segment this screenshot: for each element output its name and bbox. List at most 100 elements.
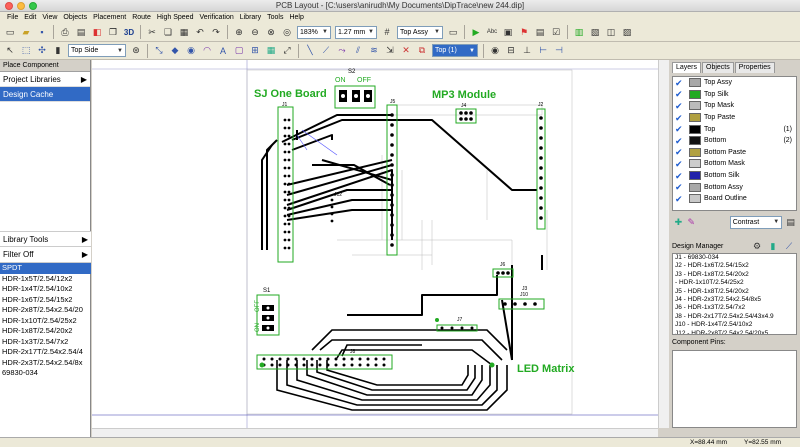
layer-settings-icon[interactable]: ▤: [786, 216, 795, 227]
edit-layer-icon[interactable]: ✎: [687, 216, 696, 227]
arc-icon[interactable]: ◠: [203, 45, 211, 55]
filter-item[interactable]: Filter Off▶: [0, 247, 91, 263]
unroute-icon[interactable]: ✕: [402, 45, 410, 55]
zoom-in-icon[interactable]: ⊕: [235, 26, 243, 37]
layer-visible-checkbox[interactable]: ✔: [675, 124, 683, 135]
layer-visible-checkbox[interactable]: ✔: [675, 158, 683, 169]
menu-route[interactable]: Route: [132, 14, 151, 21]
netlist-icon[interactable]: ▤: [535, 26, 545, 37]
menu-objects[interactable]: Objects: [63, 14, 88, 21]
trace2-icon[interactable]: ⟋: [322, 45, 330, 55]
dm-list-icon[interactable]: ▮: [770, 240, 776, 251]
component-list-item[interactable]: HDR-1x10T/2.54/25x2: [2, 315, 77, 325]
layer-color-swatch[interactable]: [689, 101, 701, 111]
design-manager-item[interactable]: J3 - HDR-1x8T/2.54/20x2: [675, 270, 749, 278]
layers-icon[interactable]: ◧: [92, 26, 102, 37]
layer-row[interactable]: ✔Top Assy: [673, 77, 796, 89]
layer-visible-checkbox[interactable]: ✔: [675, 89, 683, 100]
design-manager-item[interactable]: - HDR-1x10T/2.54/25x2: [675, 279, 744, 287]
layer-visible-checkbox[interactable]: ✔: [675, 135, 683, 146]
component-list-item[interactable]: HDR-1x8T/2.54/20x2: [2, 326, 73, 335]
move-icon[interactable]: ✣: [38, 45, 46, 55]
layer-view-select[interactable]: Top Assy▼: [397, 25, 443, 39]
drill-icon[interactable]: ◫: [606, 26, 616, 37]
copper-icon[interactable]: ⧉: [418, 45, 426, 55]
layer-row[interactable]: ✔Top Mask: [673, 100, 796, 112]
layer-color-swatch[interactable]: [689, 194, 701, 204]
layer-row[interactable]: ✔Bottom Assy: [673, 181, 796, 193]
menu-file[interactable]: File: [7, 14, 19, 21]
component-list-item[interactable]: HDR-1x3T/2.54/7x2: [2, 336, 69, 346]
menu-help[interactable]: Help: [289, 14, 304, 21]
layer-visible-checkbox[interactable]: ✔: [675, 112, 683, 123]
design-manager-item[interactable]: J12 - HDR-2x8T/2.54x2.54/20x5: [675, 329, 769, 335]
design-manager-item[interactable]: J5 - HDR-1x8T/2.54/20x2: [675, 287, 749, 295]
layer-color-swatch[interactable]: [689, 89, 701, 99]
layer-row[interactable]: ✔Bottom Paste: [673, 147, 796, 159]
close-window-button[interactable]: [5, 2, 13, 10]
save-icon[interactable]: ▪: [40, 27, 44, 37]
zoom-window-icon[interactable]: ◎: [283, 26, 291, 37]
layer-row[interactable]: ✔Bottom(2): [673, 135, 796, 147]
bus-icon[interactable]: ⫽: [355, 45, 360, 55]
design-manager-item[interactable]: J10 - HDR-1x4T/2.54/10x2: [675, 321, 753, 329]
dm-route-icon[interactable]: ⟋: [785, 240, 793, 251]
tab-objects[interactable]: Objects: [702, 62, 734, 73]
trace-icon[interactable]: ╲: [307, 45, 313, 55]
view-icon[interactable]: ◉: [491, 45, 499, 55]
checklist-icon[interactable]: ☑: [551, 26, 561, 37]
menu-library[interactable]: Library: [239, 14, 262, 21]
layer-row[interactable]: ✔Bottom Mask: [673, 158, 796, 170]
measure-icon[interactable]: ⤢: [283, 45, 291, 55]
gerber-icon[interactable]: ▧: [590, 26, 600, 37]
diff-pair-icon[interactable]: ≋: [370, 45, 378, 55]
layer-visible-checkbox[interactable]: ✔: [675, 170, 683, 181]
layer-color-swatch[interactable]: [689, 182, 701, 192]
paste-icon[interactable]: ▦: [179, 26, 189, 37]
binoculars-icon[interactable]: ⊛: [132, 45, 140, 55]
select-icon[interactable]: ⬚: [21, 45, 31, 55]
menu-view[interactable]: View: [42, 14, 58, 21]
pattern-icon[interactable]: ⊞: [251, 45, 259, 55]
layer-color-swatch[interactable]: [689, 171, 701, 181]
layer-visible-checkbox[interactable]: ✔: [675, 100, 683, 111]
rect-icon[interactable]: ▢: [234, 45, 244, 55]
redo-icon[interactable]: ↷: [212, 26, 220, 37]
cut-icon[interactable]: ✂: [148, 26, 156, 37]
component-list-item[interactable]: HDR-1x6T/2.54/15x2: [2, 294, 73, 304]
layer-color-swatch[interactable]: [689, 113, 701, 123]
side-select[interactable]: Top Side▼: [68, 44, 126, 57]
bom-icon[interactable]: ▥: [574, 26, 584, 37]
layer-row[interactable]: ✔Top(1): [673, 123, 796, 135]
design-manager-item[interactable]: J1 - 69830-034: [675, 254, 719, 261]
component-list-item[interactable]: 69830-034: [2, 368, 38, 377]
menu-tools[interactable]: Tools: [267, 14, 284, 21]
fill-icon[interactable]: ▦: [266, 45, 276, 55]
copy-icon[interactable]: ❐: [108, 26, 118, 37]
menu-placement[interactable]: Placement: [93, 14, 127, 21]
pcb-canvas[interactable]: SJ One Board MP3 Module LED Matrix S2 ON…: [92, 60, 658, 428]
undo-icon[interactable]: ↶: [196, 26, 204, 37]
tab-properties[interactable]: Properties: [734, 62, 775, 73]
tab-layers[interactable]: Layers: [672, 62, 702, 73]
run-drc-icon[interactable]: ▶: [472, 26, 480, 37]
export-icon[interactable]: ▤: [76, 26, 86, 37]
print-icon[interactable]: ⎙: [61, 26, 69, 37]
project-libraries-item[interactable]: Project Libraries▶: [0, 72, 90, 87]
component-list-item[interactable]: HDR-2x17T/2.54x2.54/4: [2, 347, 83, 356]
layer-row[interactable]: ✔Top Paste: [673, 112, 796, 124]
component-list-item[interactable]: HDR-2x3T/2.54x2.54/8x: [2, 357, 83, 367]
menu-edit[interactable]: Edit: [24, 14, 37, 21]
zoom-select[interactable]: 183%▼: [297, 25, 331, 39]
pointer-icon[interactable]: ↖: [6, 45, 14, 55]
layer-visible-checkbox[interactable]: ✔: [675, 193, 683, 204]
layer-color-swatch[interactable]: [689, 78, 701, 88]
copy2-icon[interactable]: ❏: [163, 26, 173, 37]
layer-color-swatch[interactable]: [689, 136, 701, 146]
dim2-icon[interactable]: ⊢: [539, 45, 547, 55]
design-manager-item[interactable]: J8 - HDR-2x17T/2.54x2.54/43x4.9: [675, 312, 774, 320]
menu-high-speed[interactable]: High Speed: [156, 14, 194, 21]
contrast-select[interactable]: Contrast▼: [729, 215, 783, 229]
menu-verification[interactable]: Verification: [199, 14, 234, 21]
component-list-item[interactable]: HDR-2x8T/2.54x2.54/20: [2, 305, 83, 314]
